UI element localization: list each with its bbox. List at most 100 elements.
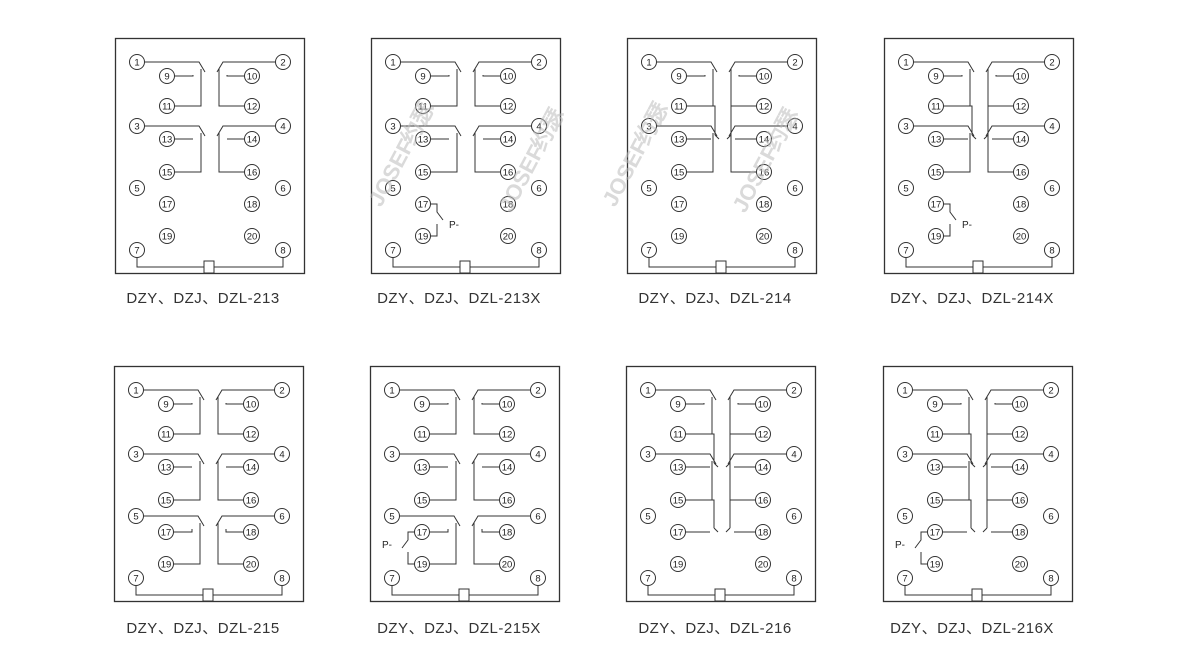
left-no-wire (943, 75, 963, 77)
terminal-13: 13 (159, 131, 175, 147)
left-blade (655, 453, 717, 465)
terminal-13: 13 (670, 459, 686, 475)
terminal-9: 9 (671, 68, 687, 84)
left-no-contact (942, 499, 976, 533)
svg-text:11: 11 (931, 101, 941, 112)
terminal-9: 9 (670, 396, 686, 412)
svg-text:15: 15 (162, 167, 173, 178)
diagram-frame (114, 37, 306, 275)
left-blade (656, 125, 718, 137)
svg-text:9: 9 (675, 399, 680, 410)
left-blade (399, 515, 461, 527)
svg-text:14: 14 (759, 134, 770, 145)
svg-text:7: 7 (390, 245, 395, 256)
terminal-20: 20 (755, 556, 771, 572)
svg-text:3: 3 (134, 121, 139, 132)
svg-text:12: 12 (758, 429, 769, 440)
svg-text:19: 19 (417, 559, 428, 570)
terminal-14: 14 (499, 459, 515, 475)
svg-text:5: 5 (645, 511, 650, 522)
terminal-12: 12 (755, 426, 771, 442)
terminal-6: 6 (274, 508, 290, 524)
terminal-7: 7 (641, 242, 657, 258)
coil-symbol (459, 260, 471, 274)
terminal-1: 1 (129, 54, 145, 70)
left-nc-wire (174, 133, 202, 173)
svg-text:10: 10 (247, 71, 258, 82)
svg-text:11: 11 (418, 101, 428, 112)
svg-text:10: 10 (1016, 71, 1027, 82)
terminal-9: 9 (415, 68, 431, 84)
terminal-4: 4 (275, 118, 291, 134)
terminal-8: 8 (531, 242, 547, 258)
right-nc-wire (217, 461, 244, 501)
left-blade (656, 61, 718, 73)
svg-text:5: 5 (134, 183, 139, 194)
terminal-3: 3 (129, 118, 145, 134)
terminal-14: 14 (1012, 459, 1028, 475)
svg-text:14: 14 (246, 462, 257, 473)
terminal-2: 2 (275, 54, 291, 70)
svg-text:2: 2 (792, 57, 797, 68)
svg-text:7: 7 (902, 573, 907, 584)
svg-text:16: 16 (247, 167, 258, 178)
svg-text:2: 2 (535, 385, 540, 396)
svg-text:1: 1 (903, 57, 908, 68)
diagram-caption: DZY、DZJ、DZL-214X (890, 290, 1054, 307)
svg-text:1: 1 (134, 57, 139, 68)
terminal-6: 6 (787, 180, 803, 196)
terminal-15: 15 (158, 492, 174, 508)
svg-text:3: 3 (389, 449, 394, 460)
svg-text:19: 19 (418, 231, 429, 242)
left-no-wire (174, 75, 194, 77)
svg-text:16: 16 (1015, 495, 1026, 506)
svg-text:13: 13 (418, 134, 429, 145)
svg-text:3: 3 (133, 449, 138, 460)
svg-text:20: 20 (246, 559, 257, 570)
terminal-12: 12 (500, 98, 516, 114)
terminal-7: 7 (385, 242, 401, 258)
diagram-caption: DZY、DZJ、DZL-216 (638, 620, 792, 637)
svg-text:1: 1 (389, 385, 394, 396)
terminal-20: 20 (244, 228, 260, 244)
left-nc-wire (685, 397, 713, 435)
svg-text:20: 20 (502, 559, 513, 570)
terminal-10: 10 (755, 396, 771, 412)
svg-text:13: 13 (162, 134, 173, 145)
left-no-wire (686, 75, 706, 77)
svg-text:3: 3 (645, 449, 650, 460)
right-no-wire (481, 403, 500, 405)
right-no-contact (726, 105, 757, 140)
svg-text:12: 12 (1016, 101, 1027, 112)
svg-text:JOSEF: JOSEF (493, 141, 549, 216)
right-blade (216, 125, 276, 137)
right-nc-wire (730, 69, 757, 107)
right-blade (728, 61, 788, 73)
terminal-12: 12 (756, 98, 772, 114)
terminal-18: 18 (499, 524, 515, 540)
svg-text:20: 20 (1015, 559, 1026, 570)
svg-text:11: 11 (930, 429, 940, 440)
right-nc-wire (729, 397, 756, 435)
terminal-1: 1 (898, 54, 914, 70)
terminal-12: 12 (243, 426, 259, 442)
terminal-3: 3 (385, 118, 401, 134)
svg-text:15: 15 (417, 495, 428, 506)
terminal-2: 2 (274, 382, 290, 398)
terminal-1: 1 (897, 382, 913, 398)
right-nc-wire (987, 69, 1014, 107)
terminal-15: 15 (415, 164, 431, 180)
svg-text:17: 17 (417, 527, 428, 538)
coil-symbol (203, 260, 215, 274)
terminal-2: 2 (531, 54, 547, 70)
terminal-13: 13 (671, 131, 687, 147)
right-blade (472, 61, 532, 73)
svg-text:4: 4 (1049, 121, 1054, 132)
svg-text:18: 18 (758, 527, 769, 538)
terminal-16: 16 (1012, 492, 1028, 508)
terminal-2: 2 (1043, 382, 1059, 398)
